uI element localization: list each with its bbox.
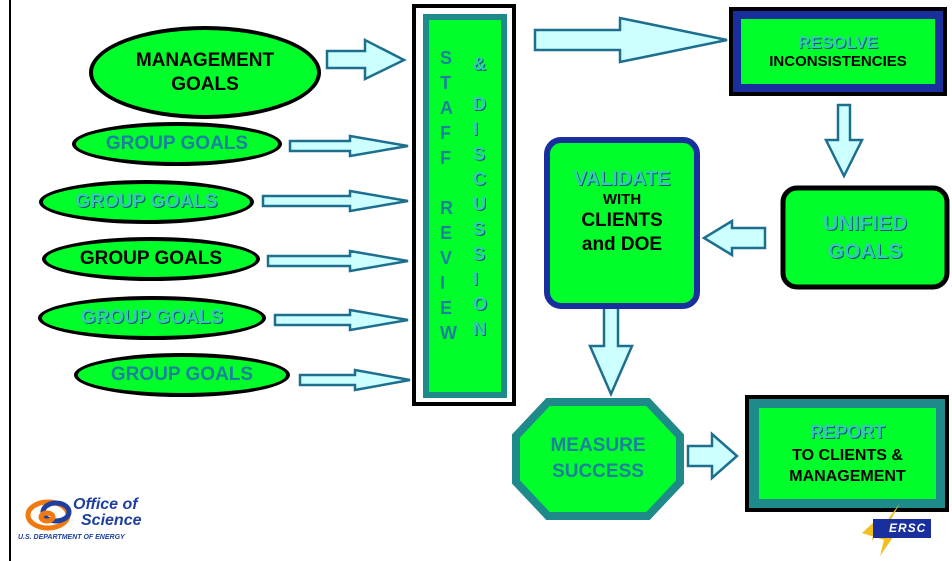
discussion-column: & D I S C U S S I O N: [473, 52, 487, 342]
measure-text: MEASURE SUCCESS: [520, 405, 676, 513]
group-goals-oval-2: GROUP GOALS: [39, 180, 254, 224]
group-goals-label: GROUP GOALS: [80, 307, 224, 329]
staff-letter: V: [440, 248, 453, 268]
discussion-letter: I: [473, 269, 479, 289]
validate-box: [544, 137, 700, 309]
office-science-swirl: [25, 499, 72, 531]
management-goals-oval: MANAGEMENT GOALS: [89, 26, 321, 119]
group-goals-oval-4: GROUP GOALS: [38, 296, 266, 340]
validate-with: WITH: [602, 190, 642, 208]
discussion-letter: I: [473, 119, 479, 139]
report-line3: MANAGEMENT: [789, 468, 906, 486]
arrow-management-to-staff: [325, 37, 407, 81]
validate-text: VALIDATE WITH CLIENTS and DOE: [550, 148, 694, 276]
staff-letter: T: [440, 73, 451, 93]
group-goals-oval-1: GROUP GOALS: [72, 122, 282, 166]
resolve-subtitle: INCONSISTENCIES: [769, 53, 907, 70]
staff-letter: [440, 171, 457, 196]
resolve-text: RESOLVE INCONSISTENCIES: [741, 19, 935, 84]
discussion-letter: &: [473, 54, 486, 74]
arrow-group1-to-staff: [288, 134, 409, 158]
staff-letter: W: [440, 323, 457, 343]
staff-review-column: S T A F F R E V I E W: [440, 46, 457, 346]
doe-label: U.S. DEPARTMENT OF ENERGY: [18, 534, 125, 541]
resolve-title: RESOLVE: [798, 33, 878, 52]
discussion-letter: N: [473, 319, 486, 339]
management-goals-label: MANAGEMENT GOALS: [135, 49, 275, 95]
staff-letter: E: [440, 223, 453, 243]
arrow-measure-to-report: [686, 431, 739, 481]
unified-text: UNIFIED GOALS: [785, 190, 945, 285]
logo-line1: Office of: [73, 496, 138, 513]
staff-letter: I: [440, 273, 446, 293]
unified-box: [780, 185, 950, 290]
group-goals-label: GROUP GOALS: [79, 248, 223, 270]
validate-title: VALIDATE: [573, 167, 671, 190]
nersc-bar: [873, 519, 931, 538]
unified-line2: GOALS: [827, 239, 903, 263]
validate-clients: CLIENTS: [581, 209, 663, 231]
group-goals-label: GROUP GOALS: [110, 364, 254, 386]
staff-letter: F: [440, 148, 451, 168]
left-border-line: [9, 0, 11, 561]
measure-octagon: [512, 398, 684, 520]
staff-letter: F: [440, 123, 451, 143]
validate-doe: and DOE: [581, 234, 663, 256]
staff-letter: R: [440, 198, 453, 218]
discussion-letter: S: [473, 244, 486, 264]
report-text: REPORT TO CLIENTS & MANAGEMENT: [759, 410, 936, 498]
staff-letter: A: [440, 98, 453, 118]
group-goals-label: GROUP GOALS: [105, 133, 249, 155]
arrow-staff-to-resolve: [533, 16, 728, 64]
staff-letter: E: [440, 298, 453, 318]
arrow-group5-to-staff: [298, 368, 411, 392]
arrow-unified-to-validate: [701, 218, 767, 258]
arrow-group3-to-staff: [266, 249, 409, 273]
arrow-group4-to-staff: [273, 308, 409, 332]
group-goals-oval-3: GROUP GOALS: [42, 237, 260, 281]
logo-line2: Science: [81, 512, 142, 529]
group-goals-oval-5: GROUP GOALS: [74, 353, 290, 397]
discussion-letter: U: [473, 194, 486, 214]
discussion-letter: O: [473, 294, 488, 314]
measure-line2: SUCCESS: [552, 461, 644, 482]
discussion-letter: D: [473, 94, 486, 114]
staff-letter: S: [440, 48, 453, 68]
measure-line1: MEASURE: [550, 435, 646, 457]
group-goals-label: GROUP GOALS: [75, 191, 218, 213]
unified-line1: UNIFIED: [823, 212, 907, 236]
report-title: REPORT: [809, 422, 885, 443]
arrow-group2-to-staff: [261, 189, 409, 213]
discussion-letter: [473, 77, 487, 92]
discussion-letter: S: [473, 144, 486, 164]
arrow-resolve-to-unified: [823, 103, 865, 179]
report-line2: TO CLIENTS &: [792, 446, 903, 464]
discussion-letter: S: [473, 219, 486, 239]
nersc-logo-text: ERSC: [889, 521, 927, 535]
discussion-letter: C: [473, 169, 486, 189]
arrow-validate-to-measure: [588, 304, 634, 398]
office-of-science-logo: Office of Science: [73, 497, 141, 529]
